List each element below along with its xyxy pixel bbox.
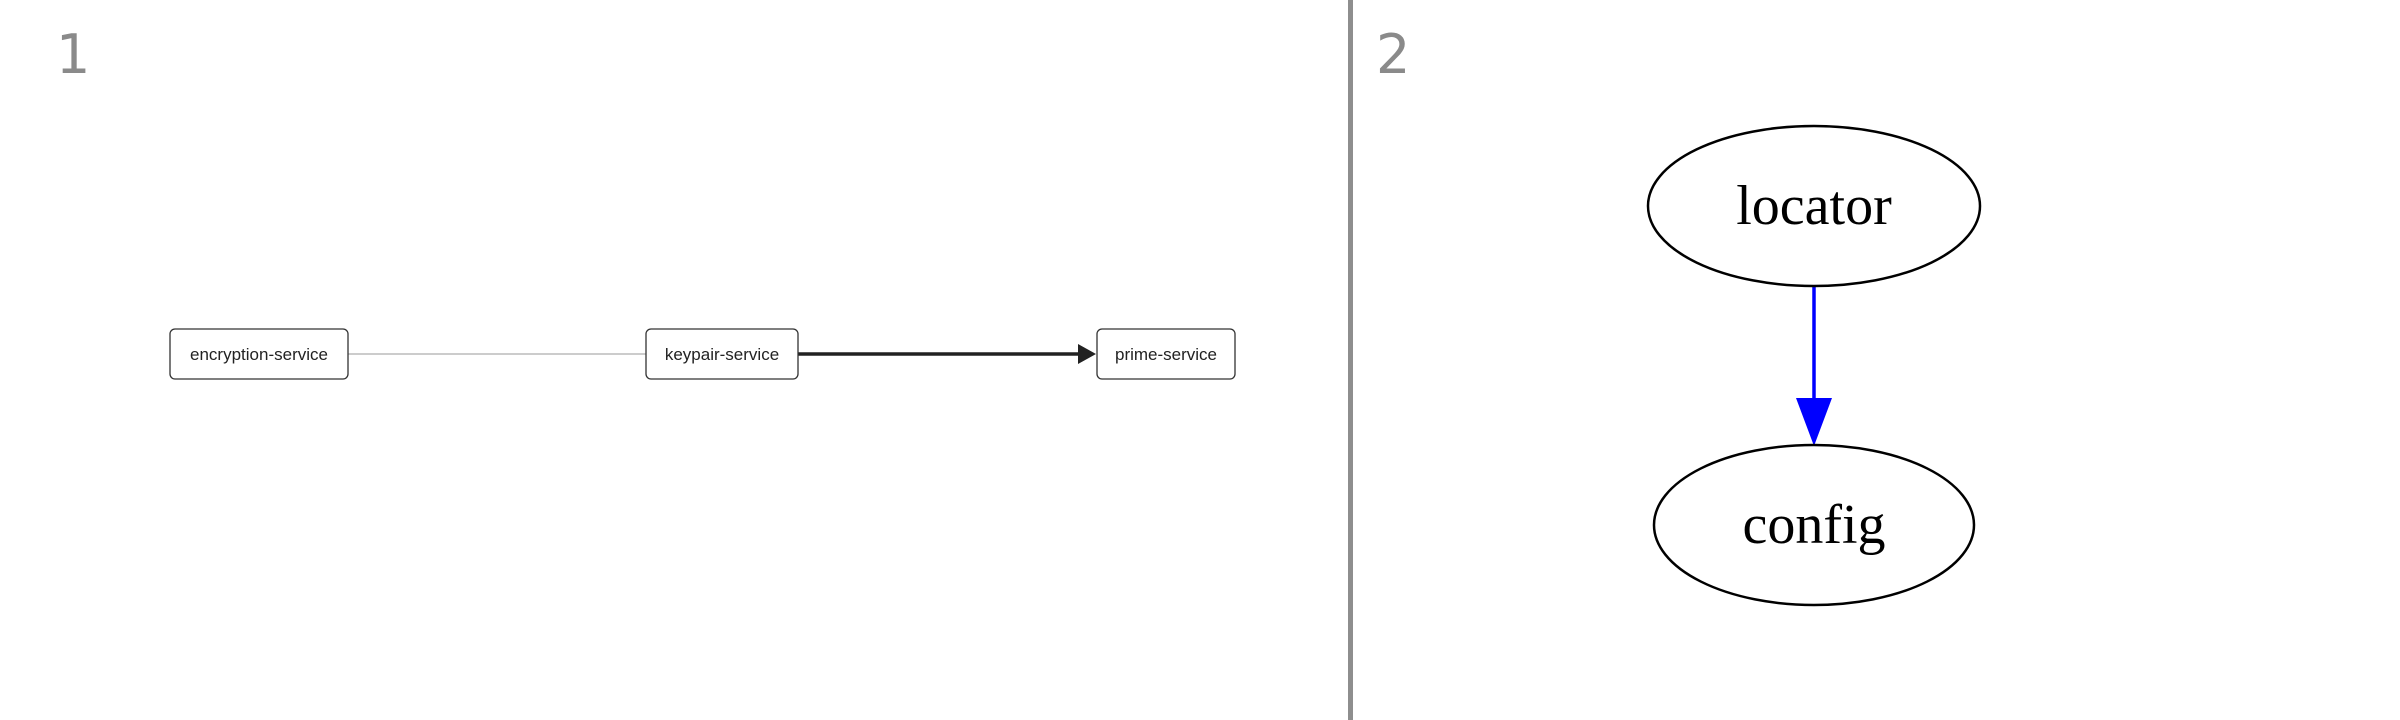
- node-prime-service[interactable]: prime-service: [1096, 328, 1236, 380]
- graph-diagram: locator config: [1646, 124, 1982, 607]
- node-label: locator: [1736, 175, 1892, 237]
- panel-1: 1 encryption-service keypair-service pri…: [56, 23, 1236, 380]
- node-config[interactable]: config: [1652, 443, 1976, 607]
- arrowhead: [1796, 398, 1832, 446]
- dependency-diagram: encryption-service keypair-service prime…: [169, 328, 1236, 380]
- panel-number: 2: [1376, 23, 1411, 86]
- panel-2: 2 locator config: [1354, 0, 2400, 720]
- node-label: config: [1742, 494, 1885, 556]
- node-label: encryption-service: [190, 345, 328, 364]
- panel-number: 1: [56, 23, 91, 86]
- panel-divider: [1348, 0, 1353, 720]
- node-locator[interactable]: locator: [1646, 124, 1982, 288]
- node-keypair-service[interactable]: keypair-service: [645, 328, 799, 380]
- node-label: keypair-service: [665, 345, 779, 364]
- node-label: prime-service: [1115, 345, 1217, 364]
- arrowhead: [1078, 344, 1096, 364]
- node-encryption-service[interactable]: encryption-service: [169, 328, 349, 380]
